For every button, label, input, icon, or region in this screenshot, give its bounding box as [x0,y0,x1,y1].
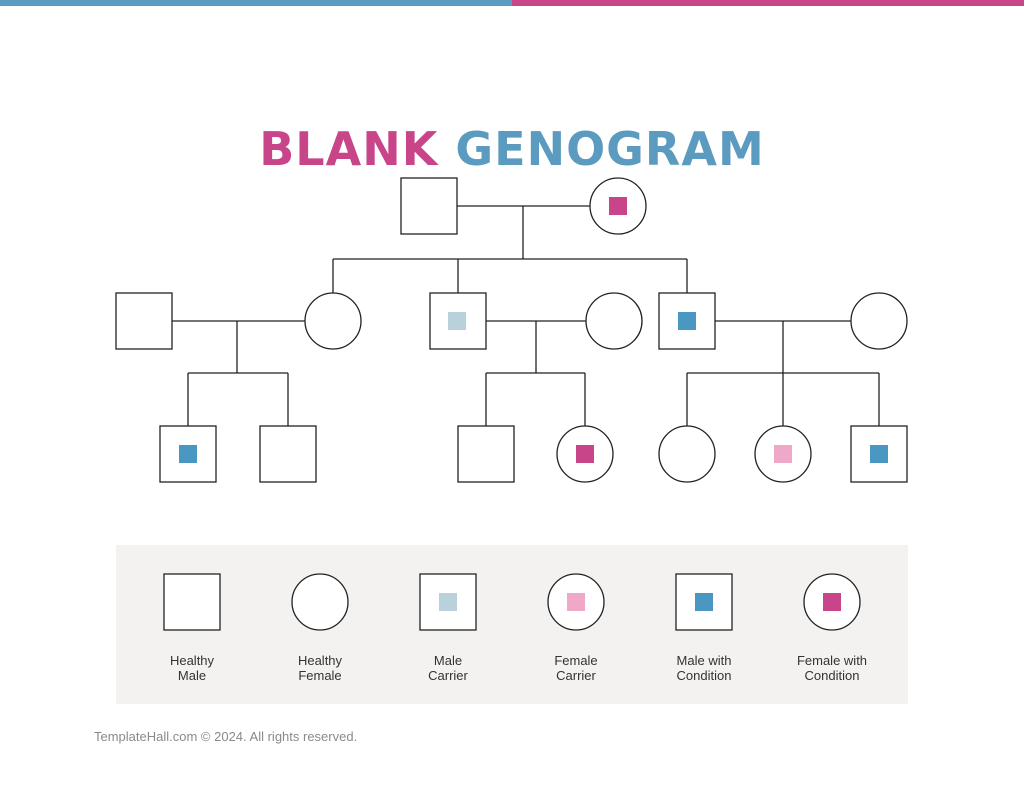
spouse-healthy-female [585,292,643,350]
legend-circle-symbol [803,573,861,631]
legend-circle-symbol [291,573,349,631]
spouse2-healthy-female [850,292,908,350]
legend-item: Healthy Female [256,545,384,704]
grandchild3-healthy-male [457,425,515,483]
title-word-genogram: GENOGRAM [455,122,765,176]
child2-male-carrier [429,292,487,350]
legend-label: Healthy Female [297,653,343,683]
spouse-healthy-male [115,292,173,350]
grandchild6-female-carrier [754,425,812,483]
grandchild1-male-condition [159,425,217,483]
footer-copyright: TemplateHall.com © 2024. All rights rese… [94,729,358,744]
legend-square-symbol [163,573,221,631]
legend-label: Female Carrier [554,653,598,683]
top-accent-bar-pink [512,0,1024,6]
legend-square-symbol [675,573,733,631]
top-accent-bar-blue [0,0,512,6]
grandmother-female-condition [589,177,647,235]
connector-lines [172,205,880,426]
legend-square-symbol [419,573,477,631]
legend-item: Female Carrier [512,545,640,704]
child3-male-condition [658,292,716,350]
legend-label: Healthy Male [169,653,215,683]
legend-item: Male with Condition [640,545,768,704]
legend-label: Male Carrier [428,653,468,683]
legend-item: Male Carrier [384,545,512,704]
page-title: BLANK GENOGRAM [0,122,1024,176]
legend-item: Healthy Male [128,545,256,704]
genogram-tree [115,177,908,483]
legend-label: Male with Condition [676,653,732,683]
child1-healthy-female [304,292,362,350]
legend: Healthy Male Healthy Female Male Carrier Fe… [116,545,908,704]
legend-label: Female with Condition [796,653,868,683]
grandchild4-female-condition [556,425,614,483]
grandfather-healthy-male [400,177,458,235]
legend-circle-symbol [547,573,605,631]
legend-item: Female with Condition [768,545,896,704]
grandchild2-healthy-male [259,425,317,483]
grandchild7-male-condition [850,425,908,483]
grandchild5-healthy-female [658,425,716,483]
title-word-blank: BLANK [259,122,439,176]
